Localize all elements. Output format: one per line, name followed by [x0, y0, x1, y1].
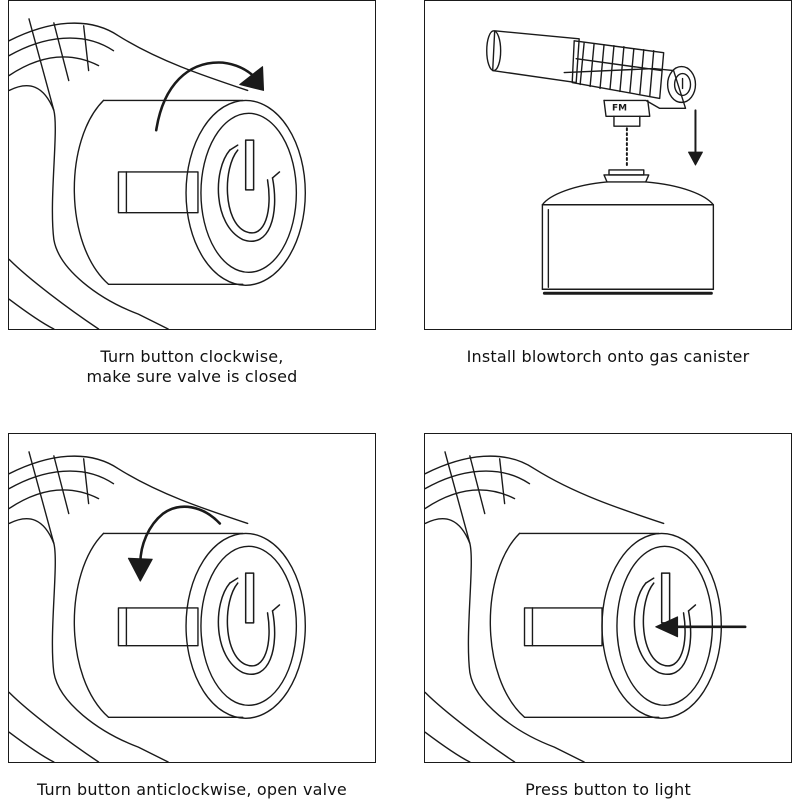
knob-cylinder — [489, 532, 660, 718]
step-1-caption-line-2: make sure valve is closed — [86, 367, 298, 386]
torch-head: FM — [563, 67, 687, 127]
step-4-illustration — [424, 433, 792, 763]
step-3-caption-line-1: Turn button anticlockwise, open valve — [37, 780, 347, 799]
downward-arrow — [688, 109, 703, 166]
knob-face — [185, 99, 307, 286]
blowtorch-install-drawing: FM — [486, 30, 715, 295]
power-icon — [217, 572, 281, 675]
valve-knob-clockwise-drawing — [9, 18, 307, 329]
torch-brand-label: FM — [612, 103, 627, 113]
knob-cylinder — [73, 99, 244, 285]
anticlockwise-arrow — [127, 505, 222, 582]
valve-stem — [117, 171, 199, 214]
step-4-caption: Press button to light — [424, 780, 792, 800]
press-button-drawing — [425, 451, 747, 762]
knob-cylinder — [73, 532, 244, 718]
knob-face — [185, 532, 307, 719]
press-arrow — [655, 616, 747, 638]
valve-stem — [523, 607, 603, 647]
step-1-illustration — [8, 0, 376, 330]
step-2-caption: Install blowtorch onto gas canister — [424, 347, 792, 367]
step-2-illustration: FM — [424, 0, 792, 330]
gas-canister — [541, 169, 715, 295]
power-icon — [217, 139, 281, 242]
step-4-caption-line-1: Press button to light — [525, 780, 691, 799]
valve-stem — [117, 607, 199, 647]
step-2-caption-line-1: Install blowtorch onto gas canister — [466, 347, 750, 366]
torch-body-outline — [9, 18, 249, 329]
valve-knob-anticlockwise-drawing — [9, 451, 307, 762]
step-1-caption: Turn button clockwise, make sure valve i… — [8, 347, 376, 387]
step-3-illustration — [8, 433, 376, 763]
torch-knob-face — [666, 65, 697, 104]
clockwise-arrow — [154, 61, 265, 132]
torch-nozzle — [486, 30, 580, 84]
step-1-caption-line-1: Turn button clockwise, — [100, 347, 284, 366]
torch-body-outline — [425, 451, 665, 762]
torch-body-outline — [9, 451, 249, 762]
step-3-caption: Turn button anticlockwise, open valve — [8, 780, 376, 800]
